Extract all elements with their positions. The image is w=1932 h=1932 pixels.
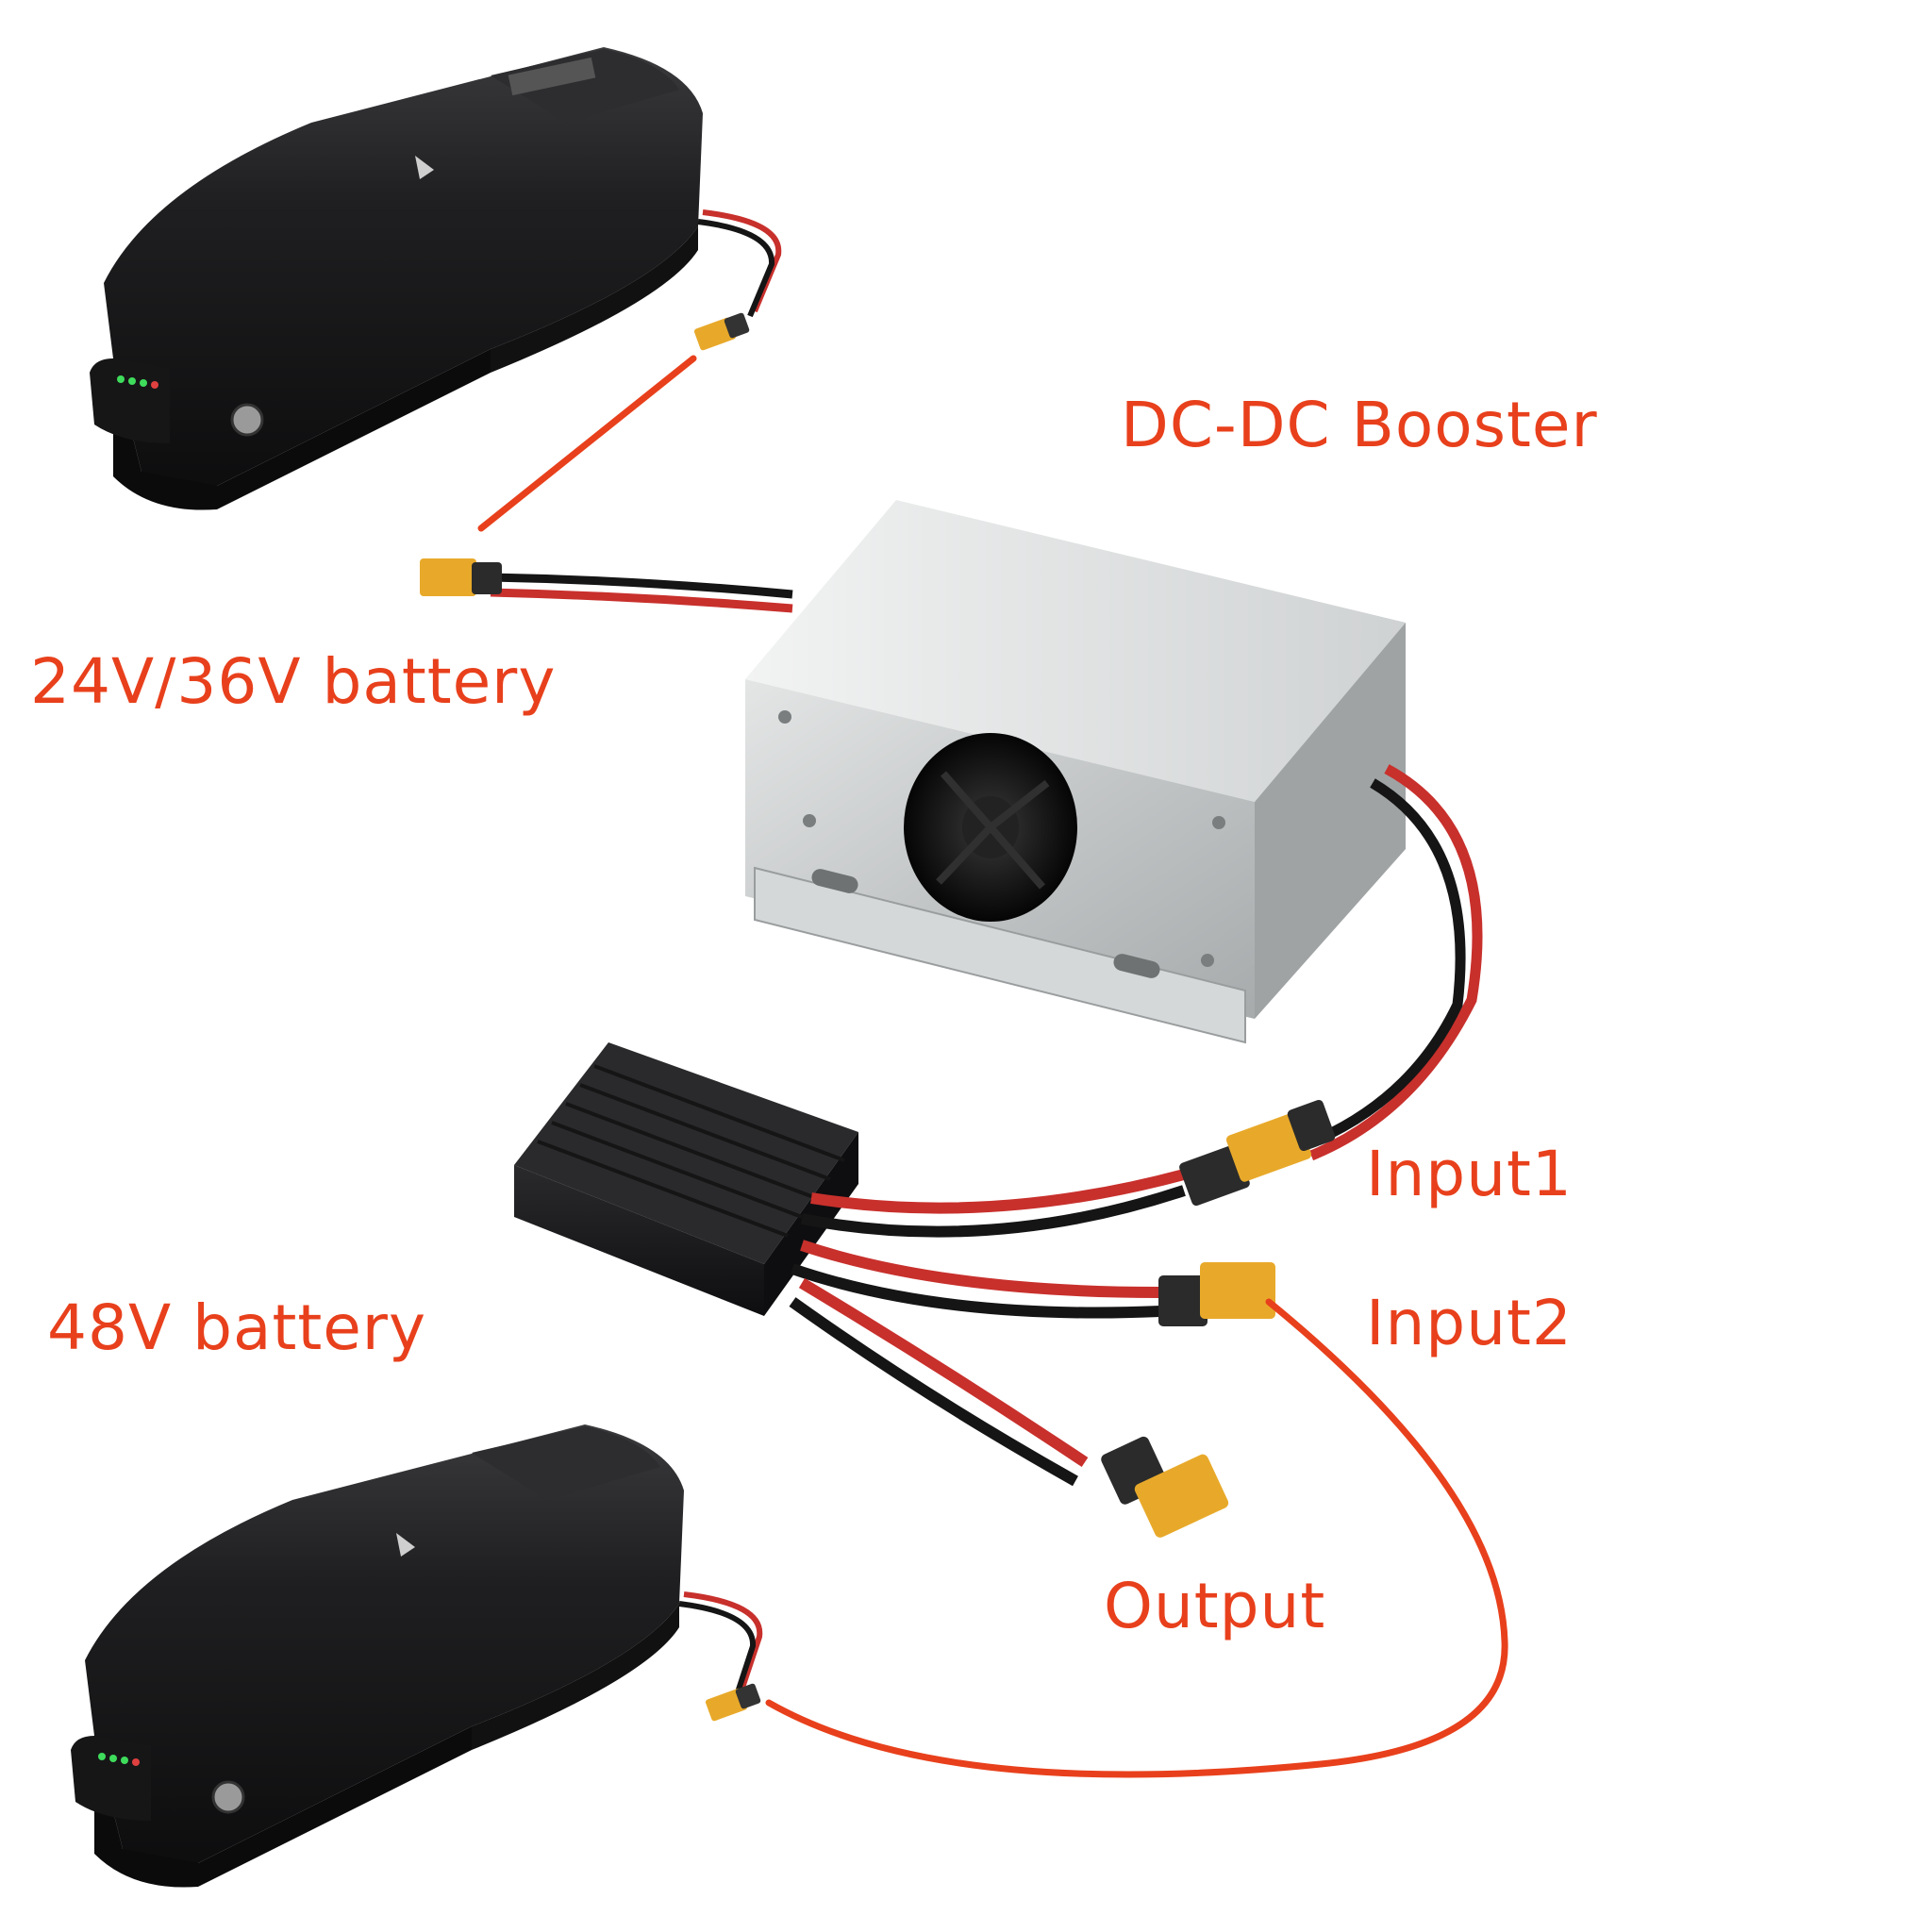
battery-bottom: [71, 1424, 684, 1888]
booster-input-connector: [420, 558, 502, 596]
battery-bottom-connector: [705, 1683, 761, 1722]
input1-label: Input1: [1366, 1138, 1573, 1210]
cooling-fan: [904, 733, 1077, 922]
battery-top-lock-icon: [230, 403, 264, 437]
booster-label: DC-DC Booster: [1121, 389, 1598, 461]
battery-low-label: 24V/36V battery: [30, 645, 557, 718]
battery-top-logo: [415, 156, 434, 179]
link-line-battery-top: [477, 355, 697, 532]
input2-connector: [1158, 1262, 1275, 1326]
input1-connector: [1179, 1099, 1336, 1207]
battery-high-label: 48V battery: [47, 1291, 427, 1364]
link-line-battery-bottom: [765, 1298, 1508, 1778]
output-label: Output: [1104, 1570, 1326, 1642]
battery-bottom-lock-icon: [211, 1780, 245, 1814]
dc-dc-booster: [745, 500, 1406, 1044]
input2-label: Input2: [1366, 1287, 1573, 1359]
output-connector: [1101, 1436, 1229, 1538]
battery-top-connector: [693, 312, 750, 351]
battery-top-indicator-leds: [117, 375, 158, 389]
battery-bottom-indicator-leds: [98, 1753, 140, 1766]
battery-bottom-logo: [396, 1533, 415, 1557]
battery-top: [90, 47, 703, 510]
